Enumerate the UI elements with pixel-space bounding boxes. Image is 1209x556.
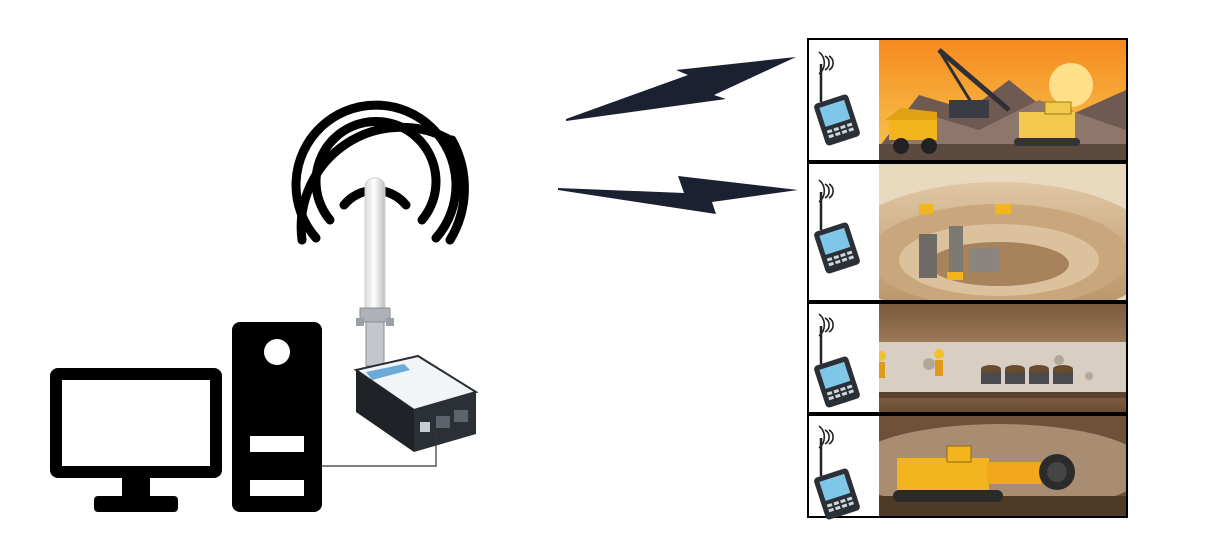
- lora-gateway-icon: [353, 354, 479, 452]
- lightning-bolt-icon: [558, 176, 798, 214]
- tunnel-boring-scene: [809, 416, 1126, 522]
- open-pit-mine-scene: [809, 164, 1126, 300]
- server-tower-icon: [232, 322, 322, 512]
- omni-antenna-icon: [356, 177, 394, 367]
- wifi-signal-icon: [291, 100, 469, 245]
- network-cable: [322, 430, 437, 467]
- computer-icon: [50, 368, 222, 512]
- lightning-bolt-icon: [566, 57, 796, 121]
- underground-tunnel-scene: [809, 304, 1126, 412]
- surface-mine-scene: [809, 40, 1126, 160]
